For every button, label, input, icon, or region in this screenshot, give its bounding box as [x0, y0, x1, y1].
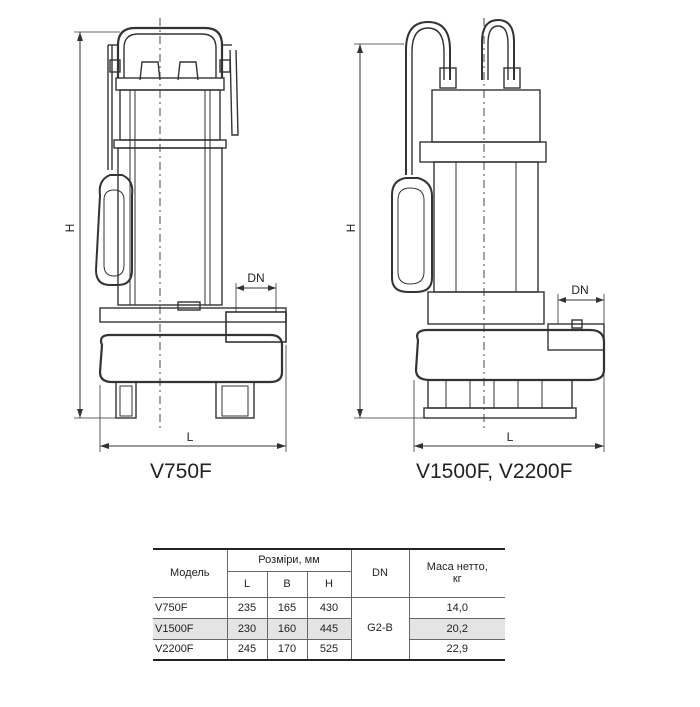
- header-B: B: [266, 571, 307, 598]
- pump2-caption: V1500F, V2200F: [416, 460, 573, 483]
- header-H: H: [306, 571, 351, 598]
- header-dimensions: Розміри, мм: [226, 549, 351, 572]
- header-mass-line1: Маса нетто,: [426, 561, 488, 574]
- row-L: 245: [226, 639, 267, 660]
- row-L: 235: [226, 597, 267, 619]
- row-mass: 22,9: [408, 639, 505, 660]
- row-dn: G2-B: [350, 597, 409, 661]
- row-H: 525: [306, 639, 351, 660]
- row-B: 170: [266, 639, 307, 660]
- row-L: 230: [226, 618, 267, 640]
- specs-table: Модель Розміри, мм DN Маса нетто, кг L B…: [153, 548, 505, 661]
- header-mass: Маса нетто, кг: [408, 549, 505, 598]
- row-B: 160: [266, 618, 307, 640]
- row-B: 165: [266, 597, 307, 619]
- pump2-dn-label: DN: [571, 283, 588, 297]
- table-row: V2200F 245 170 525 22,9: [153, 639, 505, 660]
- header-mass-line2: кг: [452, 573, 462, 586]
- pump-drawings: H L DN H L DN: [63, 18, 606, 452]
- pump1-dn-label: DN: [247, 271, 264, 285]
- row-H: 430: [306, 597, 351, 619]
- pump1-length-label: L: [187, 430, 194, 444]
- header-dn: DN: [350, 549, 409, 598]
- header-L: L: [226, 571, 267, 598]
- pump1-caption: V750F: [150, 460, 212, 483]
- table-row: V750F 235 165 430 G2-B 14,0: [153, 597, 505, 661]
- header-model: Модель: [153, 549, 227, 598]
- pump-v1500f-v2200f-drawing: [354, 18, 606, 452]
- table-row: V1500F 230 160 445 20,2: [153, 618, 505, 640]
- row-H: 445: [306, 618, 351, 640]
- row-mass: 14,0: [408, 597, 505, 619]
- pump2-height-label: H: [344, 224, 358, 233]
- pump-v750f-drawing: [74, 18, 287, 452]
- pump2-length-label: L: [507, 430, 514, 444]
- pump1-height-label: H: [63, 224, 77, 233]
- row-model: V2200F: [155, 643, 194, 656]
- row-mass: 20,2: [408, 618, 505, 640]
- row-model: V750F: [153, 597, 227, 619]
- row-model: V1500F: [153, 618, 227, 640]
